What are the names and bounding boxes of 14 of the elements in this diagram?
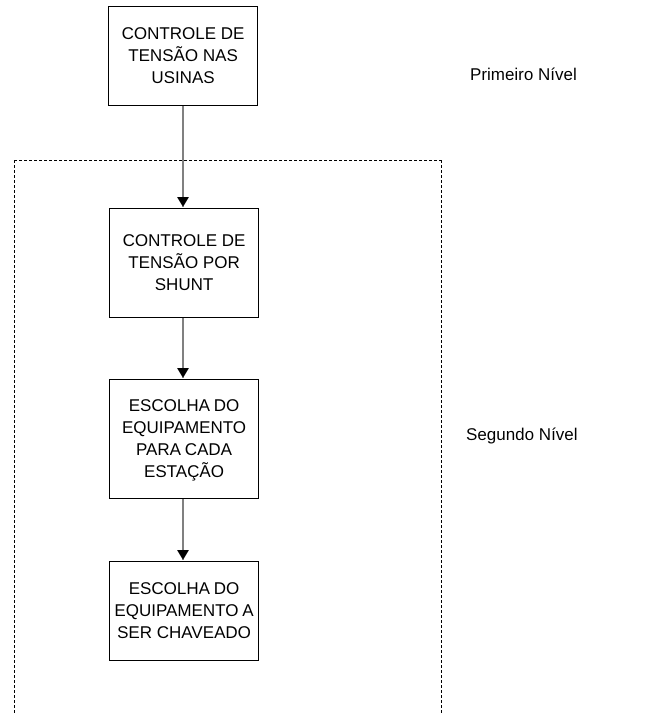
dashed-region [14, 160, 442, 713]
box-text: ESCOLHA DO EQUIPAMENTO A SER CHAVEADO [113, 578, 255, 644]
arrow [177, 106, 189, 208]
level-label: Primeiro Nível [470, 64, 577, 86]
box-text: CONTROLE DE TENSÃO NAS USINAS [120, 23, 246, 89]
arrow [177, 498, 189, 560]
process-box [109, 561, 259, 661]
process-box [108, 6, 258, 106]
box-text: CONTROLE DE TENSÃO POR SHUNT [122, 230, 246, 296]
level-label: Segundo Nível [466, 424, 578, 446]
process-box [109, 208, 259, 318]
box-text: ESCOLHA DO EQUIPAMENTO PARA CADA ESTAÇÃO [120, 395, 248, 483]
process-box [109, 379, 259, 499]
arrow [177, 316, 189, 378]
